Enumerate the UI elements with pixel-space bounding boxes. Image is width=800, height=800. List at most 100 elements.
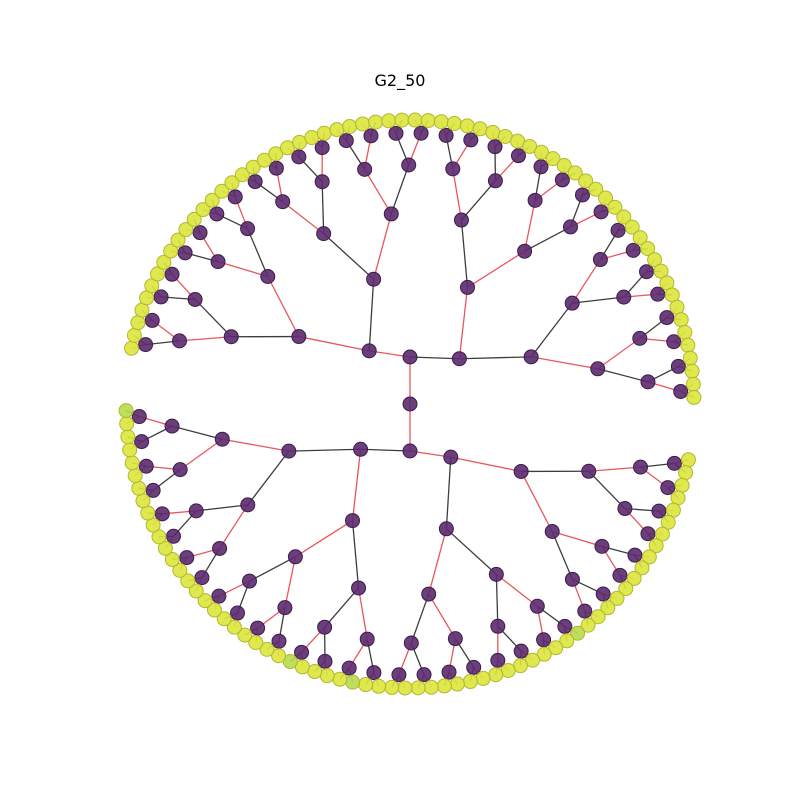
- internal-node: [314, 140, 330, 156]
- internal-node: [134, 434, 150, 450]
- internal-node: [281, 443, 297, 459]
- internal-node: [416, 667, 432, 683]
- internal-node: [145, 482, 161, 498]
- leaf-node: [641, 549, 657, 565]
- leaf-node: [248, 634, 264, 650]
- internal-node: [536, 632, 552, 648]
- internal-node: [403, 635, 419, 651]
- internal-node: [529, 598, 545, 614]
- leaf-node: [559, 633, 575, 649]
- leaf-node: [677, 324, 693, 340]
- internal-node: [612, 567, 628, 583]
- internal-node: [590, 361, 606, 377]
- leaf-node: [256, 152, 272, 168]
- tree-edge: [222, 438, 289, 452]
- leaf-node: [410, 680, 426, 696]
- internal-node: [138, 337, 154, 353]
- leaf-node: [268, 146, 284, 162]
- leaf-node: [640, 240, 656, 256]
- leaf-node: [522, 138, 538, 154]
- internal-node: [164, 266, 180, 282]
- tree-edge: [196, 504, 248, 512]
- internal-node: [260, 269, 276, 285]
- internal-node: [595, 586, 611, 602]
- leaf-node: [329, 122, 345, 138]
- internal-node: [317, 653, 333, 669]
- leaf-node: [684, 363, 700, 379]
- leaf-node: [423, 679, 439, 695]
- leaf-node: [122, 442, 138, 458]
- internal-node: [659, 310, 675, 326]
- internal-node: [294, 644, 310, 660]
- leaf-node: [157, 540, 173, 556]
- leaf-node: [316, 125, 332, 141]
- tree-edge: [467, 250, 525, 288]
- leaf-node: [237, 627, 253, 643]
- internal-node: [627, 547, 643, 563]
- tree-edge: [267, 276, 300, 337]
- tree-edge: [364, 169, 392, 215]
- leaf-node: [397, 680, 413, 696]
- internal-node: [660, 480, 676, 496]
- leaf-node: [282, 654, 298, 670]
- leaf-node: [609, 590, 625, 606]
- leaf-node: [226, 619, 242, 635]
- internal-node: [673, 383, 689, 399]
- tree-edge: [351, 449, 362, 521]
- leaf-node: [607, 199, 623, 215]
- leaf-node: [590, 609, 606, 625]
- tree-edge: [524, 226, 571, 252]
- tree-edge: [445, 457, 452, 529]
- internal-node: [443, 449, 459, 465]
- internal-node: [361, 343, 377, 359]
- leaf-node: [197, 593, 213, 609]
- internal-node: [153, 289, 169, 305]
- leaf-node: [163, 243, 179, 259]
- internal-node: [341, 660, 357, 676]
- graph-title: G2_50: [374, 71, 426, 90]
- internal-node: [388, 125, 404, 141]
- leaf-node: [653, 263, 669, 279]
- leaf-node: [647, 252, 663, 268]
- leaf-node: [545, 151, 561, 167]
- leaf-node: [118, 403, 134, 419]
- internal-node: [563, 219, 579, 235]
- leaf-node: [172, 562, 188, 578]
- tree-edge: [246, 228, 269, 277]
- internal-node: [510, 148, 526, 164]
- tree-edge: [288, 448, 361, 452]
- internal-node: [438, 127, 454, 143]
- leaf-node: [214, 183, 230, 199]
- internal-node: [171, 333, 187, 349]
- leaf-node: [180, 573, 196, 589]
- tree-edge: [179, 336, 232, 342]
- internal-node: [574, 187, 590, 203]
- internal-node: [617, 501, 633, 517]
- internal-node: [247, 174, 263, 190]
- internal-node: [463, 132, 479, 148]
- tree-edge: [597, 368, 649, 383]
- internal-node: [194, 570, 210, 586]
- tree-edge: [324, 587, 360, 628]
- tree-edge: [523, 200, 536, 252]
- internal-node: [338, 133, 354, 149]
- internal-node: [517, 243, 533, 259]
- internal-node: [554, 172, 570, 188]
- leaf-node: [319, 668, 335, 684]
- internal-node: [438, 521, 454, 537]
- internal-node: [357, 161, 373, 177]
- leaf-node: [570, 625, 586, 641]
- internal-node: [453, 212, 469, 228]
- internal-node: [275, 194, 291, 210]
- leaf-node: [368, 114, 384, 130]
- leaf-node: [446, 115, 462, 131]
- leaf-node: [578, 173, 594, 189]
- tree-edge: [284, 556, 297, 608]
- leaf-node: [407, 112, 423, 128]
- leaf-node: [678, 465, 694, 481]
- leaf-node: [371, 678, 387, 694]
- leaf-node: [358, 677, 374, 693]
- tree-edge: [368, 279, 375, 351]
- internal-node: [593, 204, 609, 220]
